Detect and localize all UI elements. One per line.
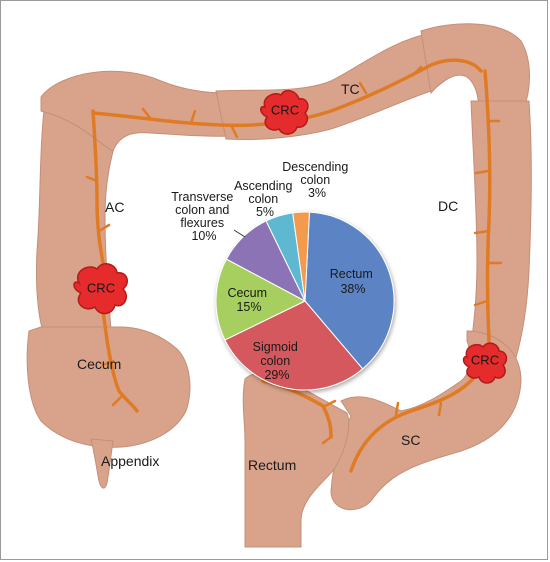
label-rectum: Rectum: [248, 457, 296, 473]
vessel-ascending: [91, 109, 105, 265]
splenic-flexure: [420, 23, 530, 114]
descending-colon: [468, 100, 532, 362]
tumor-label-ascending: CRC: [87, 280, 115, 295]
pie-label-cecum-line2: 15%: [236, 300, 261, 314]
pie-label-sigmoid: Sigmoid colon 29%: [253, 340, 302, 382]
tumor-transverse: CRC: [260, 89, 309, 135]
tumor-sigmoid: CRC: [462, 342, 508, 384]
tumors: CRC CRC CRC: [73, 89, 508, 384]
pie-label-ascending-line1: Ascending: [234, 179, 292, 193]
label-cecum: Cecum: [77, 356, 121, 372]
pie-label-descending-line3: 3%: [308, 186, 326, 200]
pie-chart: [215, 211, 395, 391]
pie-label-transverse-line4: 10%: [191, 229, 216, 243]
pie-label-cecum: Cecum 15%: [227, 286, 270, 314]
pie-label-ascending-line3: 5%: [256, 205, 274, 219]
pie-label-ascending: Ascending colon 5%: [234, 179, 296, 219]
pie-labels: Rectum 38% Sigmoid colon 29% Cecum 15% T…: [171, 160, 377, 382]
pie-label-sigmoid-line3: 29%: [264, 368, 289, 382]
hepatic-flexure: [40, 70, 237, 152]
label-tc: TC: [341, 81, 360, 97]
label-appendix: Appendix: [101, 453, 159, 469]
pie-label-sigmoid-line1: Sigmoid: [253, 340, 298, 354]
tumor-label-sigmoid: CRC: [471, 352, 499, 367]
label-dc: DC: [438, 198, 458, 214]
pie-label-sigmoid-line2: colon: [260, 354, 290, 368]
pie-slice-cecum: [215, 258, 307, 341]
anatomy-labels: TC AC DC SC Cecum Appendix Rectum: [77, 81, 458, 473]
pie-label-ascending-line2: colon: [248, 192, 278, 206]
appendix-body: [90, 438, 114, 489]
pie-label-transverse: Transverse colon and flexures 10%: [171, 190, 237, 243]
vessel-sigmoid: [349, 359, 487, 473]
pie-label-rectum: Rectum 38%: [330, 267, 377, 296]
pie-label-transverse-line2: colon and: [175, 203, 229, 217]
tumor-label-transverse: CRC: [271, 102, 299, 117]
cecum-body: [26, 326, 191, 448]
pie-label-descending-line2: colon: [300, 173, 330, 187]
pie-label-descending-line1: Descending: [282, 160, 348, 174]
label-sc: SC: [401, 432, 420, 448]
leader-line-transverse: [233, 229, 246, 238]
pie-label-transverse-line3: flexures: [180, 216, 224, 230]
pie-label-rectum-line2: 38%: [340, 282, 365, 296]
pie-label-transverse-line1: Transverse: [171, 190, 233, 204]
pie-slice-descending-colon: [292, 211, 310, 302]
tumor-ascending: CRC: [73, 263, 128, 315]
vessel-cecum: [101, 309, 139, 413]
vessel-branches: [85, 65, 503, 445]
pie-label-descending: Descending colon 3%: [282, 160, 352, 200]
label-ac: AC: [105, 199, 124, 215]
pie-slice-rectum: [304, 211, 395, 370]
pie-label-cecum-line1: Cecum: [227, 286, 267, 300]
blood-vessels: [85, 58, 503, 473]
pie-label-rectum-line1: Rectum: [330, 267, 373, 281]
vessel-transverse: [91, 58, 483, 128]
